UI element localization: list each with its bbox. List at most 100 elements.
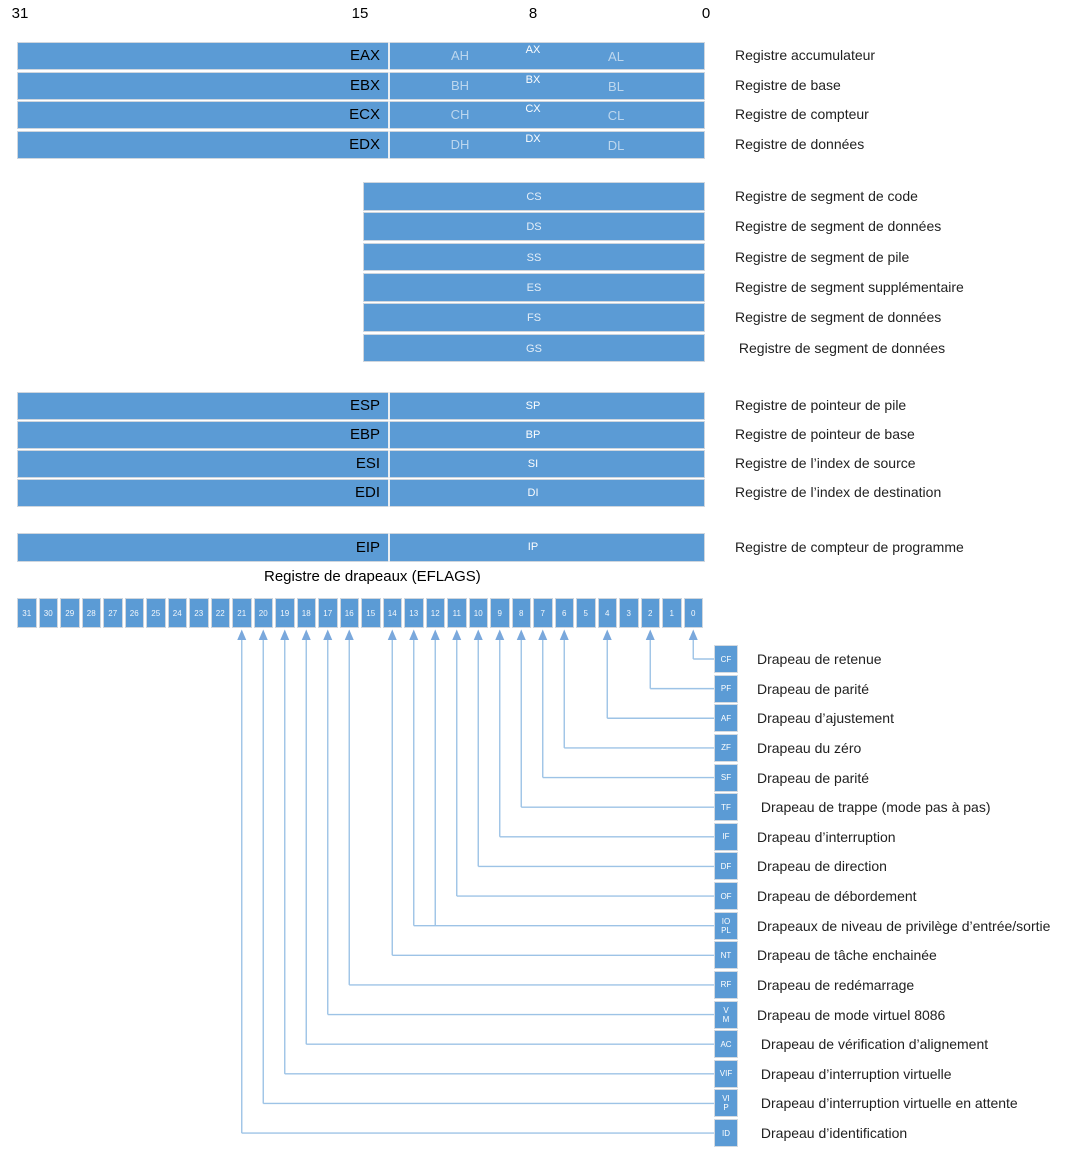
up-arrow-icon (473, 629, 483, 640)
flag-description: Drapeau de mode virtuel 8086 (757, 1006, 946, 1023)
flag-description: Drapeau de redémarrage (757, 976, 915, 993)
eflags-bit-cell: 10 (468, 598, 488, 628)
bit15-divider (388, 420, 390, 449)
connector-VIF (280, 629, 714, 1075)
segment-register-bar (363, 303, 705, 332)
segment-register-description: Registre de segment de code (735, 188, 918, 204)
pointer-word-label: SP (525, 399, 541, 412)
flag-connector-lines (237, 629, 714, 1134)
flag-description: Drapeau de tâche enchainée (757, 947, 937, 964)
eflags-bit-cell: 28 (81, 598, 101, 628)
connector-PF (645, 629, 714, 690)
bit-scale-label: 0 (701, 5, 711, 22)
bit15-divider (388, 479, 390, 508)
eflags-bit-cell: 13 (404, 598, 424, 628)
gp-register-bar (17, 101, 705, 130)
bit-scale-label: 8 (528, 5, 538, 22)
flag-description: Drapeau du zéro (757, 739, 862, 756)
up-arrow-icon (516, 629, 526, 640)
gp-low-byte-label: BL (608, 78, 624, 94)
bit15-divider (388, 450, 390, 479)
gp-high-byte-label: CH (450, 107, 470, 123)
gp-low-byte-label: DL (607, 137, 625, 153)
eflags-bit-cell: 15 (361, 598, 381, 628)
eflags-bit-cell: 7 (533, 598, 553, 628)
up-arrow-icon (602, 629, 612, 640)
gp-register-bar (17, 71, 705, 100)
up-arrow-icon (237, 629, 247, 640)
flag-box-NT: NT (714, 941, 738, 970)
connector-IOPL (409, 629, 714, 927)
flag-description: Drapeau de retenue (757, 651, 882, 667)
gp-high-byte-label: AH (450, 48, 470, 63)
eflags-bit-cell: 24 (167, 598, 187, 628)
eflags-bit-cell: 9 (490, 598, 510, 628)
pointer-register-bar (17, 391, 705, 420)
connector-IF (495, 629, 714, 838)
up-arrow-icon (258, 629, 268, 640)
segment-register-description: Registre de segment de données (735, 218, 942, 235)
connector-TF (516, 629, 714, 808)
up-arrow-icon (280, 629, 290, 640)
eflags-bit-cell: 16 (339, 598, 359, 628)
eflags-bit-cell: 29 (60, 598, 80, 628)
pointer-word-label: DI (527, 487, 539, 500)
bit-scale-label: 15 (351, 5, 369, 22)
flag-box-ZF: ZF (714, 733, 738, 762)
gp-word-label: CX (525, 103, 541, 116)
gp-low-byte-label: AL (608, 49, 624, 64)
eflags-bit-cell: 18 (296, 598, 316, 628)
gp-register-description: Registre de données (735, 135, 865, 152)
up-arrow-icon (387, 629, 397, 640)
eflags-bit-cell: 11 (447, 598, 467, 628)
up-arrow-icon (559, 629, 569, 640)
connector-VM (323, 629, 714, 1016)
up-arrow-icon (409, 629, 419, 640)
flag-description: Drapeau d’interruption (757, 828, 896, 845)
segment-register-description: Registre de segment de données (735, 339, 946, 356)
flag-box-IOPL: IO PL (714, 911, 738, 940)
eflags-bit-cell: 1 (662, 598, 682, 628)
connector-ID (237, 629, 714, 1134)
segment-register-name: GS (526, 342, 542, 355)
eflags-bit-cell: 27 (103, 598, 123, 628)
up-arrow-icon (538, 629, 548, 640)
flag-description: Drapeau de vérification d’alignement (757, 1036, 989, 1053)
flag-box-VIF: VIF (714, 1059, 738, 1088)
pointer-register-bar (17, 450, 705, 479)
connector-SF (538, 629, 714, 779)
gp-word-label: DX (525, 132, 541, 145)
up-arrow-icon (452, 629, 462, 640)
connector-RF (344, 629, 714, 986)
eflags-bit-cell: 19 (275, 598, 295, 628)
pointer-register-bar (17, 479, 705, 508)
flag-box-IF: IF (714, 822, 738, 851)
connector-AC (301, 629, 714, 1045)
up-arrow-icon (495, 629, 505, 640)
eflags-bit-cell: 12 (425, 598, 445, 628)
bit15-divider (388, 71, 390, 100)
segment-register-bar (363, 182, 705, 211)
flag-box-PF: PF (714, 674, 738, 703)
segment-register-description: Registre de segment de données (735, 309, 942, 326)
segment-register-bar (363, 273, 705, 302)
connector-NT (387, 629, 714, 956)
eflags-bit-cell: 30 (38, 598, 58, 628)
flag-description: Drapeau de débordement (757, 888, 917, 905)
up-arrow-icon (645, 629, 655, 640)
flag-description: Drapeau de trappe (mode pas à pas) (757, 799, 991, 816)
segment-register-bar (363, 242, 705, 272)
pointer-register-description: Registre de pointeur de base (735, 425, 915, 442)
eflags-bit-cell: 20 (253, 598, 273, 628)
gp-register-name: ECX (349, 106, 380, 124)
eflags-title: Registre de drapeaux (EFLAGS) (264, 568, 481, 585)
eflags-bit-cell: 8 (511, 598, 531, 628)
flag-box-CF: CF (714, 645, 738, 673)
bit-scale-label: 31 (11, 5, 29, 22)
pointer-register-name: ESP (349, 396, 380, 414)
up-arrow-icon (301, 629, 311, 640)
flag-box-OF: OF (714, 882, 738, 911)
bit15-divider (388, 533, 390, 562)
flag-description: Drapeau de parité (757, 769, 870, 786)
flag-box-DF: DF (714, 852, 738, 881)
